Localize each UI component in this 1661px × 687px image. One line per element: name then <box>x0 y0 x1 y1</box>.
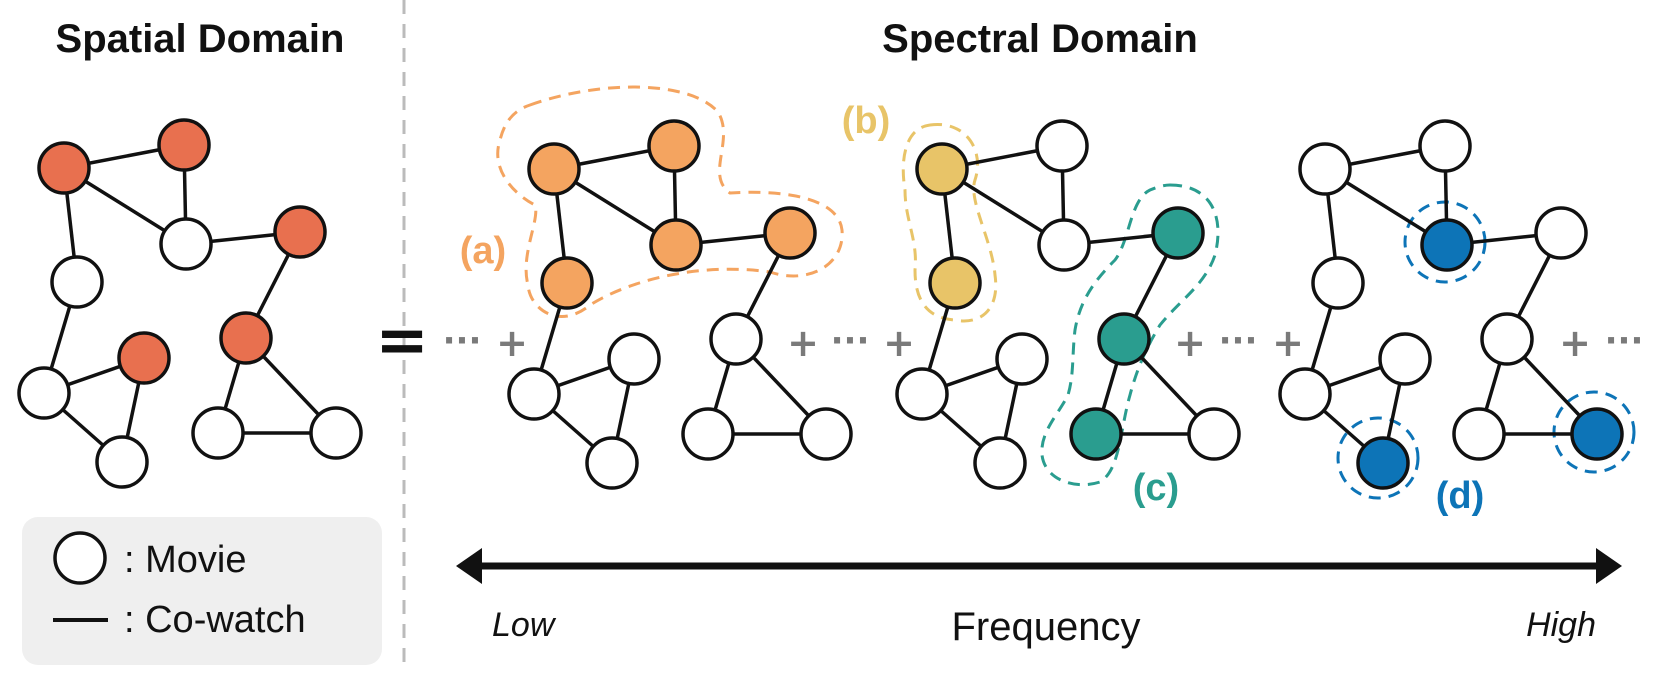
component-d-label: (d) <box>1436 475 1485 517</box>
component-a-graph-node-10 <box>799 407 853 461</box>
plus-3: + <box>883 321 915 365</box>
component-c-outline <box>1040 183 1220 487</box>
component-d-graph-node-5 <box>1278 367 1332 421</box>
component-d-graph-node-0 <box>1298 142 1352 196</box>
spatial-graph-node-8 <box>219 311 273 365</box>
component-d-outline-3 <box>1552 390 1636 474</box>
component-a-graph-node-7 <box>585 436 639 490</box>
plus-1: + <box>496 321 528 365</box>
graph-nodes <box>17 118 1624 490</box>
component-d-graph-node-9 <box>1452 407 1506 461</box>
component-a-graph-node-0 <box>527 142 581 196</box>
component-a-graph-node-4 <box>540 256 594 310</box>
legend-edge-label: : Co-watch <box>124 599 306 641</box>
component-a-graph-node-9 <box>681 407 735 461</box>
component-c-label: (c) <box>1133 467 1179 509</box>
component-bc-graph-node-7 <box>973 436 1027 490</box>
spatial-graph-node-4 <box>50 255 104 309</box>
plus-5: + <box>1272 321 1304 365</box>
component-d-graph-node-1 <box>1418 119 1472 173</box>
spatial-graph-node-0 <box>37 141 91 195</box>
component-d-graph-node-7 <box>1356 436 1410 490</box>
legend-node-icon <box>53 531 107 585</box>
spatial-domain-title: Spatial Domain <box>56 17 345 61</box>
component-a-graph-node-1 <box>647 119 701 173</box>
component-bc-graph-node-5 <box>895 367 949 421</box>
frequency-axis-low-label: Low <box>492 606 557 644</box>
spatial-graph-node-5 <box>17 366 71 420</box>
spatial-graph-node-10 <box>309 406 363 460</box>
component-d-graph-node-2 <box>1420 218 1474 272</box>
component-bc-graph-node-0 <box>915 142 969 196</box>
plus-4: + <box>1174 321 1206 365</box>
ellipsis-1: ··· <box>443 321 482 361</box>
spectral-domain-title: Spectral Domain <box>882 17 1198 61</box>
component-a-label: (a) <box>460 230 506 272</box>
component-a-graph-node-2 <box>649 218 703 272</box>
spatial-graph-node-2 <box>159 217 213 271</box>
legend-box <box>22 517 382 665</box>
spatial-graph-node-1 <box>157 118 211 172</box>
frequency-axis-left-arrow <box>456 548 482 584</box>
spatial-graph-node-3 <box>273 205 327 259</box>
frequency-axis-high-label: High <box>1526 606 1596 644</box>
component-d-graph-node-10 <box>1570 407 1624 461</box>
spatial-graph-node-7 <box>95 435 149 489</box>
component-a-graph-node-3 <box>763 206 817 260</box>
component-b-outline <box>901 122 998 323</box>
equals-sign: = <box>375 304 429 378</box>
component-a-outline <box>496 85 844 318</box>
component-bc-graph-node-3 <box>1151 206 1205 260</box>
component-bc-graph-node-4 <box>928 256 982 310</box>
frequency-axis-right-arrow <box>1596 548 1622 584</box>
plus-6: + <box>1559 321 1591 365</box>
ellipsis-4: ··· <box>1605 321 1644 361</box>
component-a-graph-node-5 <box>507 367 561 421</box>
component-bc-graph-node-6 <box>995 332 1049 386</box>
component-bc-graph-node-9 <box>1069 407 1123 461</box>
spatial-graph-node-9 <box>191 406 245 460</box>
component-b-label: (b) <box>842 100 891 142</box>
component-bc-graph-node-10 <box>1187 407 1241 461</box>
component-a-graph-node-8 <box>709 312 763 366</box>
component-bc-graph-node-1 <box>1035 119 1089 173</box>
component-d-graph-node-4 <box>1311 256 1365 310</box>
component-d-outline-2 <box>1336 416 1420 500</box>
ellipsis-2: ··· <box>831 321 870 361</box>
component-d-graph-node-8 <box>1480 312 1534 366</box>
frequency-axis-label: Frequency <box>952 605 1141 649</box>
component-a-graph-node-6 <box>607 332 661 386</box>
component-d-graph-node-6 <box>1378 332 1432 386</box>
legend-node-label: : Movie <box>124 539 246 581</box>
plus-2: + <box>787 321 819 365</box>
component-bc-graph-node-2 <box>1037 218 1091 272</box>
spatial-graph-node-6 <box>117 331 171 385</box>
component-bc-graph-node-8 <box>1097 312 1151 366</box>
component-d-graph-node-3 <box>1534 206 1588 260</box>
ellipsis-3: ··· <box>1219 321 1258 361</box>
